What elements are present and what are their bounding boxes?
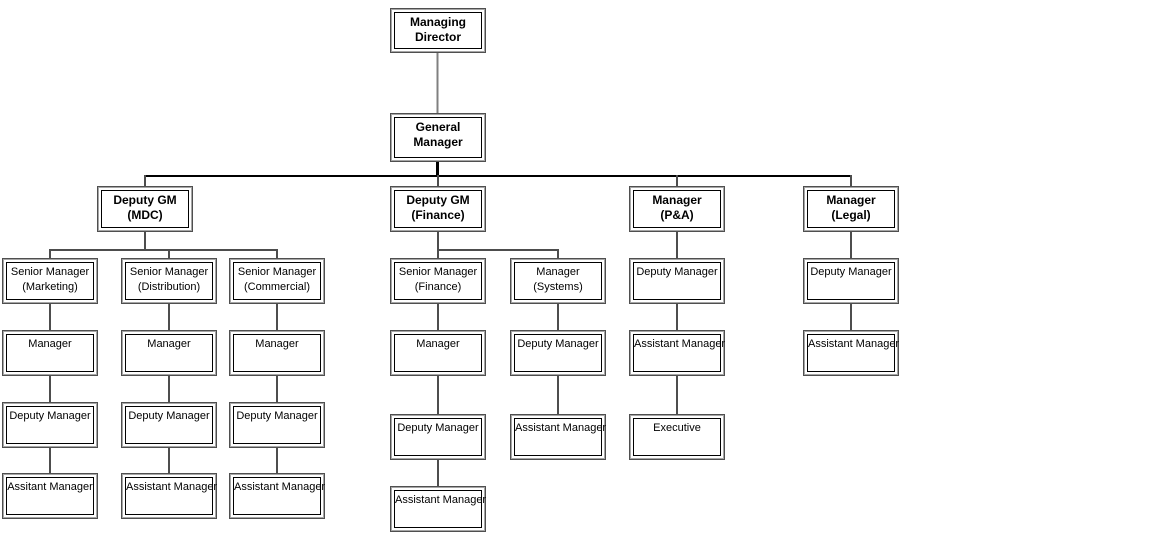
node-title: Assitant Manager [7, 481, 93, 493]
org-node-pa-assistant-manager: Assistant Manager [629, 330, 725, 376]
node-subtitle: (Systems) [533, 281, 583, 293]
node-title: Deputy Manager [397, 422, 479, 434]
node-subtitle: (Finance) [414, 281, 462, 293]
org-node-pa-executive: Executive [629, 414, 725, 460]
node-title: Deputy Manager [517, 338, 599, 350]
org-node-mkt-assistant-manager: Assitant Manager [2, 473, 98, 519]
node-title: Manager [536, 266, 580, 278]
org-node-comm-manager: Manager [229, 330, 325, 376]
node-title: Assistant Manager [808, 338, 900, 350]
node-title: Manager [652, 193, 702, 207]
org-node-managing-director: Managing Director [390, 8, 486, 53]
node-subtitle: (Commercial) [244, 281, 310, 293]
org-node-dist-manager: Manager [121, 330, 217, 376]
org-node-manager-pa: Manager (P&A) [629, 186, 725, 232]
node-title: Senior Manager [10, 266, 90, 278]
node-title: Deputy GM [406, 193, 470, 207]
node-title: Assistant Manager [126, 481, 218, 493]
org-node-fin-assistant-manager: Assistant Manager [390, 486, 486, 532]
org-node-sys-deputy-manager: Deputy Manager [510, 330, 606, 376]
node-title: Assistant Manager [234, 481, 326, 493]
org-node-general-manager: General Manager [390, 113, 486, 162]
org-node-dist-deputy-manager: Deputy Manager [121, 402, 217, 448]
node-title: Senior Manager [129, 266, 209, 278]
org-node-senior-manager-distribution: Senior Manager (Distribution) [121, 258, 217, 304]
org-node-manager-legal: Manager (Legal) [803, 186, 899, 232]
node-title: General [415, 120, 461, 134]
org-node-pa-deputy-manager: Deputy Manager [629, 258, 725, 304]
org-node-dist-assistant-manager: Assistant Manager [121, 473, 217, 519]
org-node-fin-manager: Manager [390, 330, 486, 376]
node-subtitle: Manager [413, 135, 463, 149]
node-title: Senior Manager [237, 266, 317, 278]
node-title: Deputy Manager [636, 266, 718, 278]
node-title: Executive [653, 422, 701, 434]
node-title: Deputy Manager [128, 410, 210, 422]
org-node-legal-deputy-manager: Deputy Manager [803, 258, 899, 304]
node-title: Managing [410, 15, 466, 29]
org-node-senior-manager-commercial: Senior Manager (Commercial) [229, 258, 325, 304]
node-subtitle: (Legal) [831, 208, 871, 222]
node-subtitle: (Distribution) [137, 281, 201, 293]
node-subtitle: (P&A) [660, 208, 694, 222]
org-node-manager-systems: Manager (Systems) [510, 258, 606, 304]
node-title: Deputy GM [113, 193, 177, 207]
node-title: Deputy Manager [810, 266, 892, 278]
node-title: Assistant Manager [634, 338, 726, 350]
org-node-comm-assistant-manager: Assistant Manager [229, 473, 325, 519]
org-node-comm-deputy-manager: Deputy Manager [229, 402, 325, 448]
node-title: Assistant Manager [515, 422, 607, 434]
node-subtitle: Director [414, 30, 461, 44]
org-node-mkt-manager: Manager [2, 330, 98, 376]
node-title: Deputy Manager [236, 410, 318, 422]
org-node-deputy-gm-mdc: Deputy GM (MDC) [97, 186, 193, 232]
org-node-mkt-deputy-manager: Deputy Manager [2, 402, 98, 448]
node-title: Manager [826, 193, 876, 207]
node-subtitle: (MDC) [127, 208, 163, 222]
node-subtitle: (Marketing) [22, 281, 78, 293]
node-title: Deputy Manager [9, 410, 91, 422]
node-subtitle: (Finance) [411, 208, 465, 222]
org-node-legal-assistant-manager: Assistant Manager [803, 330, 899, 376]
org-node-deputy-gm-finance: Deputy GM (Finance) [390, 186, 486, 232]
node-title: Assistant Manager [395, 494, 487, 506]
org-node-senior-manager-finance: Senior Manager (Finance) [390, 258, 486, 304]
node-title: Manager [416, 338, 460, 350]
node-title: Manager [28, 338, 72, 350]
node-title: Manager [255, 338, 299, 350]
node-title: Senior Manager [398, 266, 478, 278]
org-node-senior-manager-marketing: Senior Manager (Marketing) [2, 258, 98, 304]
org-node-fin-deputy-manager: Deputy Manager [390, 414, 486, 460]
node-title: Manager [147, 338, 191, 350]
org-node-sys-assistant-manager: Assistant Manager [510, 414, 606, 460]
